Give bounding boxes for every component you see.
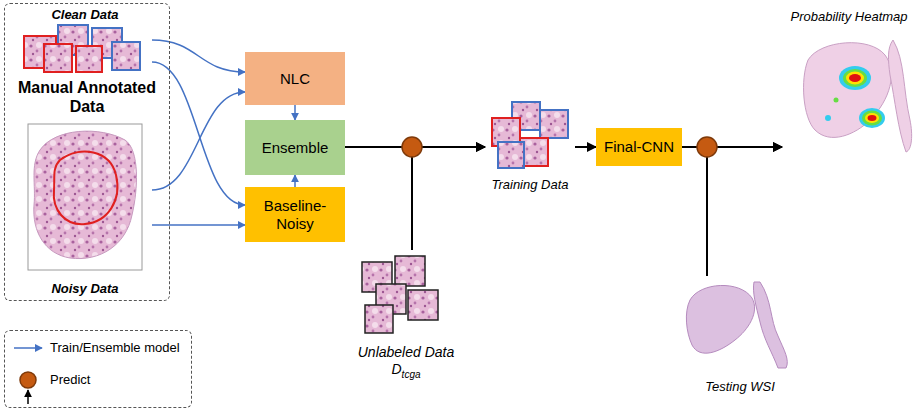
predict-circle: [697, 137, 717, 157]
node-label: D: [391, 361, 401, 377]
text-line: Manual Annotated Data: [8, 78, 166, 116]
legend-line-sample: [14, 347, 42, 349]
text-line: NLC: [248, 70, 342, 88]
node-label: Probability Heatmap: [790, 9, 907, 24]
text-line: Probability Heatmap: [785, 9, 913, 25]
train-arrow: [294, 175, 296, 187]
noisy-slide: [28, 124, 142, 270]
process-box: Final-CNN: [596, 128, 682, 166]
text-line: Final-CNN: [599, 138, 679, 156]
tissue: [888, 40, 911, 152]
patch: [112, 42, 140, 70]
patch: [44, 44, 72, 72]
legend-arrow-sample: [27, 390, 29, 404]
tissue: [804, 43, 892, 138]
node-label: NLC: [280, 70, 310, 87]
node-label: Manual Annotated Data: [18, 79, 156, 115]
image-group: Training Data: [485, 96, 575, 194]
heat-spot: [839, 66, 871, 90]
text-line: Baseline-Noisy: [248, 197, 342, 233]
image-group: Clean Data: [18, 6, 152, 78]
predict-arrow: [707, 147, 782, 276]
text-line: Ensemble: [248, 139, 342, 157]
heat-spot: [843, 69, 867, 87]
process-box: Baseline-Noisy: [245, 187, 345, 242]
data-group: Manual Annotated Data Clean DataNoisy Dat…: [4, 3, 170, 301]
legend-label: Predict: [50, 372, 90, 388]
training-patches: [492, 102, 568, 168]
legend-circle-sample: [20, 372, 36, 388]
process-box: Ensemble: [245, 120, 345, 175]
annotation-outline: [54, 152, 118, 225]
node-label: Training Data: [491, 177, 568, 192]
predict-circle: [402, 137, 422, 157]
text-line: Testing WSI: [683, 379, 797, 395]
node-label: tcga: [402, 369, 421, 380]
text-block: Manual Annotated Data: [5, 78, 169, 116]
tissue: [34, 131, 137, 258]
patch: [365, 305, 393, 333]
heat-spot: [868, 115, 877, 121]
node-label: Testing WSI: [705, 379, 775, 394]
node-label: Unlabeled Data: [358, 344, 455, 360]
text-line: Dtcga: [353, 361, 459, 381]
text-line: Unlabeled Data: [353, 344, 459, 361]
patch: [498, 142, 524, 168]
node-label: Clean Data: [51, 7, 118, 22]
train-arrow: [294, 105, 296, 120]
tissue: [686, 285, 754, 353]
text-block: NLC: [245, 70, 345, 88]
train-arrow: [152, 62, 245, 205]
text-block: Final-CNN: [596, 138, 682, 156]
heat-spot: [859, 108, 885, 128]
slide-image: Testing WSI: [680, 276, 800, 396]
text-block: Unlabeled DataDtcga: [350, 344, 462, 381]
train-arrow: [152, 92, 245, 190]
heat-spot: [849, 74, 861, 82]
text-line: Noisy Data: [21, 281, 149, 297]
heat-spot: [825, 115, 831, 121]
testing-slide: [686, 282, 787, 368]
process-box: NLC: [245, 52, 345, 105]
heatmap-image: [804, 40, 912, 152]
heat-spot: [846, 72, 864, 85]
heat-spot: [865, 113, 879, 123]
text-block: Testing WSI: [680, 379, 800, 395]
slide-frame: [28, 124, 142, 270]
text-line: Training Data: [488, 177, 572, 193]
unlabeled-patches: [362, 256, 438, 333]
node-label: Ensemble: [262, 139, 329, 156]
node-label: Baseline-Noisy: [264, 197, 327, 232]
text-block: Clean Data: [18, 7, 152, 23]
heat-spot: [862, 111, 882, 126]
text-block: Baseline-Noisy: [245, 197, 345, 233]
text-block: Training Data: [485, 177, 575, 193]
train-arrow: [152, 224, 245, 226]
image-group: Unlabeled DataDtcga: [350, 250, 462, 382]
node-label: Final-CNN: [604, 138, 674, 155]
node-label: Noisy Data: [51, 281, 118, 296]
predict-arrow: [412, 147, 485, 250]
patch: [395, 256, 425, 286]
heat-spot: [834, 98, 839, 103]
text-block: Ensemble: [245, 139, 345, 157]
patch: [408, 290, 438, 320]
text-block: Probability Heatmap: [782, 9, 916, 25]
patch: [76, 46, 102, 72]
slide-image: Noisy Data: [18, 120, 152, 298]
clean-patches: [24, 25, 140, 72]
predict-arrow: [575, 146, 596, 148]
tissue: [753, 282, 787, 368]
heatmap-image: Probability Heatmap: [782, 8, 916, 156]
legend-label: Train/Ensemble model: [50, 340, 180, 356]
patch: [540, 110, 568, 138]
text-block: Noisy Data: [18, 281, 152, 297]
text-line: Clean Data: [21, 7, 149, 23]
